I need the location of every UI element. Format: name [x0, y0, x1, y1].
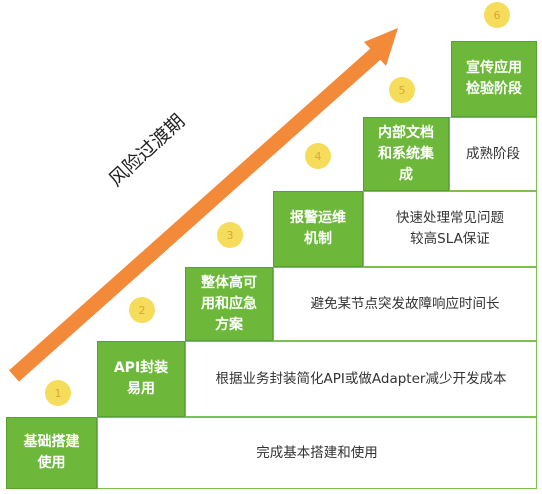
- step-number-2: 2: [129, 297, 155, 323]
- stage-box-3: 整体高可 用和应急 方案: [185, 267, 273, 341]
- step-number-4: 4: [305, 143, 331, 169]
- stage-description-2: 根据业务封装简化API或做Adapter减少开发成本: [185, 341, 537, 417]
- stage-box-2: API封装 易用: [97, 341, 185, 417]
- stage-box-6: 宣传应用 检验阶段: [451, 41, 537, 117]
- stage-description-3: 避免某节点突发故障响应时间长: [273, 267, 537, 341]
- stage-box-1: 基础搭建 使用: [6, 417, 97, 489]
- stage-description-4: 快速处理常见问题 较高SLA保证: [363, 191, 537, 267]
- step-number-5: 5: [389, 77, 415, 103]
- step-number-1: 1: [45, 380, 71, 406]
- stage-box-4: 报警运维 机制: [273, 191, 363, 267]
- step-number-6: 6: [484, 2, 510, 28]
- stage-description-1: 完成基本搭建和使用: [97, 417, 537, 489]
- stage-description-5: 成熟阶段: [449, 117, 537, 191]
- stage-box-5: 内部文档 和系统集 成: [363, 117, 449, 191]
- step-number-3: 3: [217, 222, 243, 248]
